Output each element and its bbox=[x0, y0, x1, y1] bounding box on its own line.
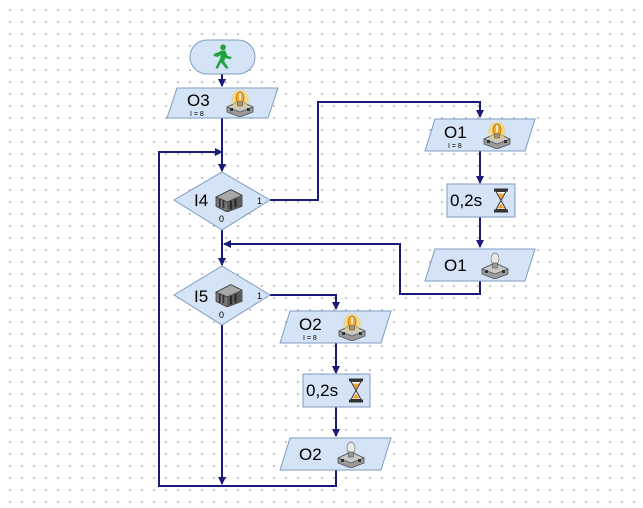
block-label: O1 bbox=[444, 256, 467, 275]
connector-o2-off-back bbox=[222, 470, 337, 487]
true-port-label: 1 bbox=[257, 196, 262, 206]
delay-block-o2[interactable]: 0,2s bbox=[302, 373, 371, 408]
connector-o1-off-back-to-i5 bbox=[223, 240, 481, 295]
false-port-label: 0 bbox=[219, 310, 224, 320]
true-port-label: 1 bbox=[257, 291, 262, 301]
block-label: O1 bbox=[444, 123, 467, 142]
block-label: I5 bbox=[194, 287, 208, 306]
block-intensity: I = 8 bbox=[303, 335, 317, 342]
delay-label: 0,2s bbox=[450, 191, 482, 210]
block-label: I4 bbox=[194, 191, 208, 210]
block-label: O3 bbox=[187, 91, 210, 110]
block-label: O2 bbox=[299, 445, 322, 464]
false-port-label: 0 bbox=[219, 214, 224, 224]
block-intensity: I = 8 bbox=[190, 111, 204, 118]
output-block-o3[interactable]: O3 I = 8 bbox=[166, 87, 279, 119]
start-block[interactable] bbox=[189, 39, 256, 75]
connectors bbox=[158, 74, 484, 487]
decision-block-i5[interactable]: I5 1 0 bbox=[173, 265, 271, 326]
decision-block-i4[interactable]: I4 1 0 bbox=[173, 171, 271, 231]
block-label: O2 bbox=[299, 315, 322, 334]
output-block-o2-off[interactable]: O2 bbox=[279, 437, 392, 471]
delay-block-o1[interactable]: 0,2s bbox=[446, 183, 516, 218]
output-block-o2-on[interactable]: O2 I = 8 bbox=[279, 310, 392, 344]
output-block-o1-on[interactable]: O1 I = 8 bbox=[424, 118, 536, 152]
connector-loop-back-to-top bbox=[158, 148, 223, 487]
connector-i4-true-to-o1 bbox=[270, 101, 484, 201]
block-intensity: I = 8 bbox=[448, 143, 462, 150]
connector-i5-true-to-o2 bbox=[270, 294, 340, 310]
output-block-o1-off[interactable]: O1 bbox=[424, 248, 536, 282]
delay-label: 0,2s bbox=[306, 381, 338, 400]
